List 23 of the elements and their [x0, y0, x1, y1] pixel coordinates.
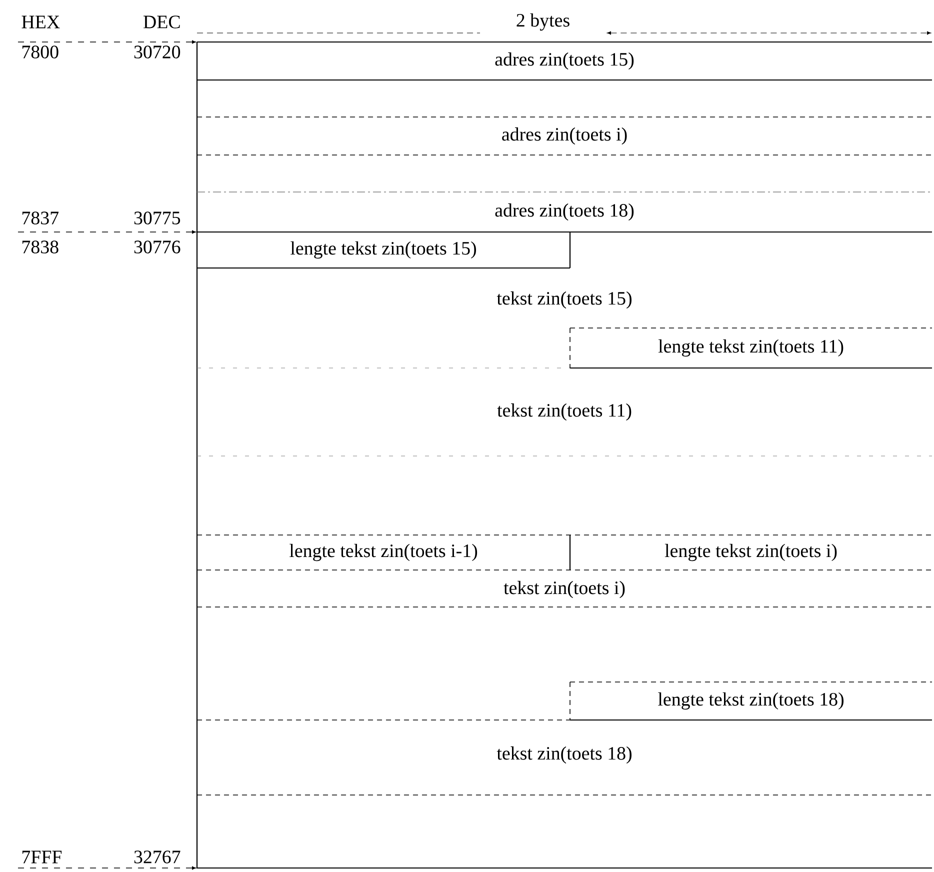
memory-cell: tekst zin(toets 18): [496, 746, 632, 764]
address-label: 7838: [20, 240, 60, 254]
address-label: 7800: [20, 44, 60, 60]
memory-cell: lengte tekst zin(toets i-1): [290, 544, 478, 562]
column-header: HEX: [20, 14, 62, 30]
memory-cell: adres zin(toets 18): [495, 203, 634, 221]
memory-cell: adres zin(toets 15): [495, 52, 634, 70]
memory-cell: lengte tekst zin(toets 18): [658, 692, 844, 710]
column-header: DEC: [142, 14, 182, 30]
address-label: 30720: [132, 44, 182, 60]
memory-cell: tekst zin(toets 15): [496, 291, 632, 309]
memory-cell: lengte tekst zin(toets 15): [290, 241, 476, 259]
address-label: 30775: [132, 210, 182, 226]
address-label: 30776: [132, 240, 182, 254]
memory-cell: adres zin(toets i): [502, 127, 627, 145]
address-label: 7FFF: [20, 850, 64, 864]
dimension-label: 2 bytes: [514, 12, 572, 32]
memory-cell: tekst zin(toets 11): [497, 403, 632, 421]
memory-cell: tekst zin(toets i): [504, 580, 625, 598]
address-label: 32767: [132, 850, 182, 864]
memory-cell: lengte tekst zin(toets i): [664, 544, 837, 562]
memory-cell: lengte tekst zin(toets 11): [658, 339, 844, 357]
address-label: 7837: [20, 210, 60, 226]
